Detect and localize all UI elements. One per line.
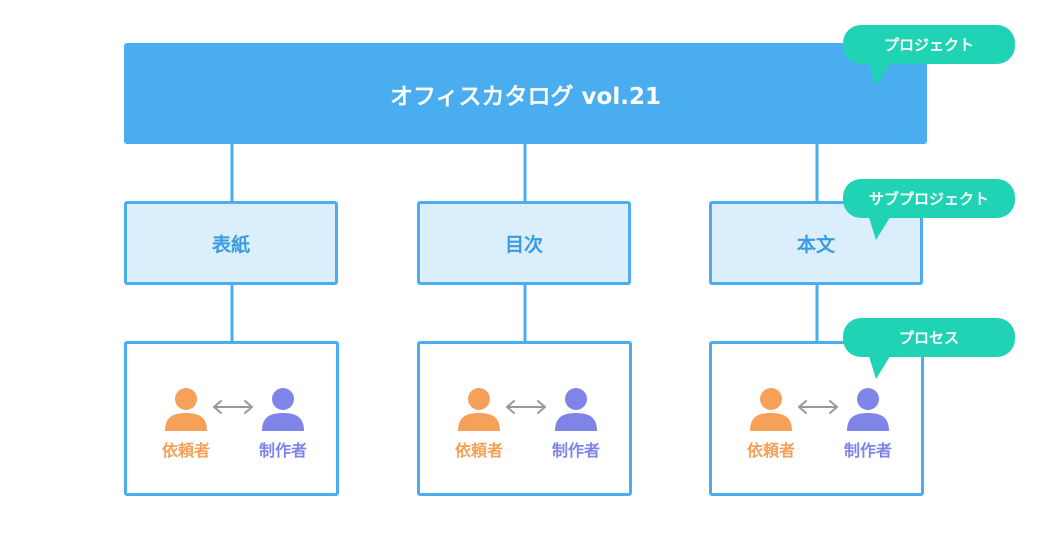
person-icon (458, 388, 500, 431)
process-box-body: 依頼者 制作者 (709, 341, 924, 496)
subproject-tag-label: サブプロジェクト (868, 190, 989, 208)
process-tag-tail (868, 353, 892, 379)
subproject-tag: サブプロジェクト (843, 179, 1015, 218)
double-arrow-icon (213, 400, 253, 414)
process-tag-label: プロセス (898, 329, 959, 347)
project-tag: プロジェクト (843, 25, 1015, 64)
requester: 依頼者 (447, 387, 511, 461)
double-arrow-icon (506, 400, 546, 414)
project-title: オフィスカタログ vol.21 (390, 83, 661, 110)
subproject-label: 本文 (796, 233, 835, 256)
project-tag-label: プロジェクト (883, 36, 974, 54)
person-icon (165, 388, 207, 431)
requester-label: 依頼者 (161, 441, 210, 460)
person-icon (847, 388, 889, 431)
subproject-box-body: 本文 (709, 201, 923, 285)
double-arrow-icon (798, 400, 838, 414)
creator: 制作者 (251, 387, 315, 461)
requester: 依頼者 (154, 387, 218, 461)
process-box-cover: 依頼者 制作者 (124, 341, 339, 496)
person-icon (555, 388, 597, 431)
subproject-box-cover: 表紙 (124, 201, 338, 285)
creator-label: 制作者 (843, 441, 892, 460)
process-tag: プロセス (843, 318, 1015, 357)
project-tag-tail (868, 60, 892, 86)
creator-label: 制作者 (258, 441, 307, 460)
person-icon (750, 388, 792, 431)
creator: 制作者 (836, 387, 900, 461)
creator: 制作者 (544, 387, 608, 461)
requester: 依頼者 (739, 387, 803, 461)
subproject-label: 表紙 (211, 233, 250, 256)
requester-label: 依頼者 (454, 441, 503, 460)
requester-label: 依頼者 (746, 441, 795, 460)
subproject-label: 目次 (504, 233, 543, 256)
subproject-box-toc: 目次 (417, 201, 631, 285)
project-box: オフィスカタログ vol.21 (124, 43, 927, 144)
subproject-tag-tail (868, 214, 892, 240)
process-box-toc: 依頼者 制作者 (417, 341, 632, 496)
creator-label: 制作者 (551, 441, 600, 460)
person-icon (262, 388, 304, 431)
